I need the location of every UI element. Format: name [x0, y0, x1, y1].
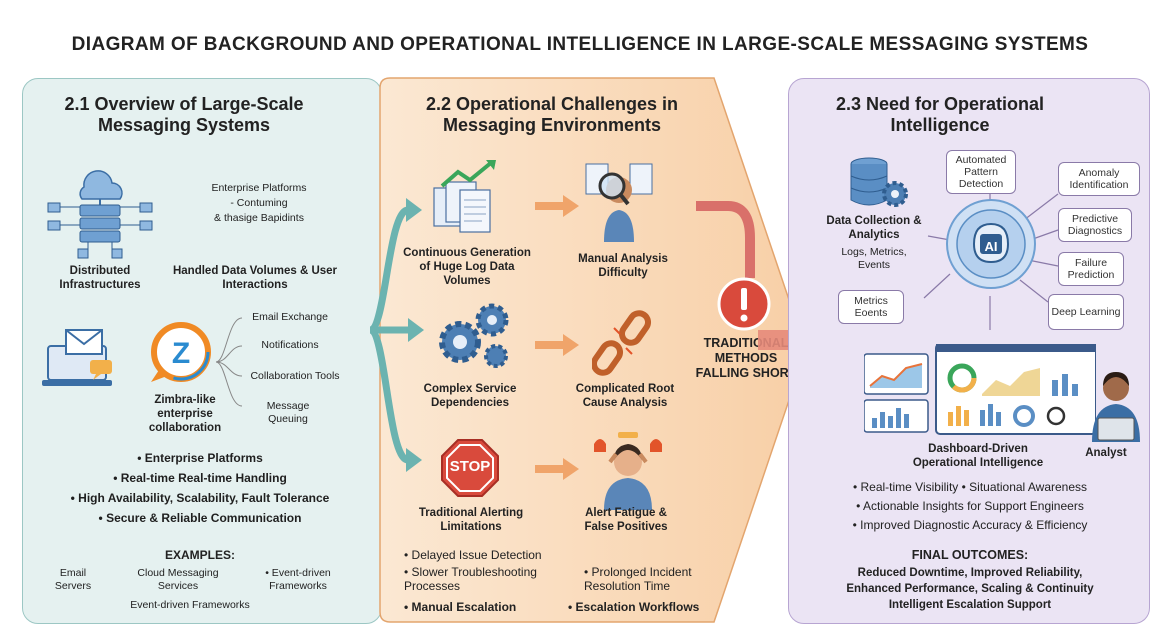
enterprise-note-3: & thasige Bapidints [214, 212, 304, 224]
bullet-manual-escalation: • Manual Escalation [404, 600, 517, 614]
zimbra-logo-icon: Z [151, 322, 211, 382]
arrow-right-icon [535, 334, 579, 356]
bullet-prolonged: • Prolonged Incident Resolution Time [584, 565, 692, 593]
zimbra-branches [215, 317, 243, 407]
challenge-manual-analysis: Manual Analysis Difficulty [578, 253, 668, 279]
svg-text:Z: Z [172, 337, 190, 370]
challenge-alert-fatigue: Alert Fatigue & False Positives [584, 507, 668, 533]
feature-3: • High Availability, Scalability, Fault … [70, 491, 330, 505]
box-predictive: Predictive Diagnostics [1058, 208, 1132, 242]
arrow-right-icon [535, 195, 579, 217]
example-email-servers: Email Servers [54, 567, 92, 592]
laptop-email-icon [42, 329, 112, 386]
final-outcome-1: Reduced Downtime, Improved Reliability, [857, 567, 1083, 579]
broken-chain-icon [592, 310, 652, 376]
analyst-magnifier-icon [585, 163, 653, 242]
challenges-heading: 2.2 Operational Challenges in Messaging … [425, 94, 679, 135]
final-outcome-2: Enhanced Performance, Scaling & Continui… [846, 583, 1094, 595]
dashboard-label: Dashboard-Driven Operational Intelligenc… [912, 443, 1044, 469]
analyst-icon [1092, 372, 1140, 442]
final-outcomes-label: FINAL OUTCOMES: [911, 548, 1029, 562]
feature-1: • Enterprise Platforms [137, 451, 263, 465]
box-deep-learning: Deep Learning [1048, 294, 1124, 330]
zimbra-item-collab: Collaboration Tools [250, 370, 340, 382]
data-collection-label: Data Collection & Analytics [826, 215, 922, 241]
outcome-bullet-1: • Real-time Visibility • Situational Awa… [852, 480, 1088, 494]
bullet-escalation-workflows: • Escalation Workflows [568, 600, 700, 614]
outcome-bullet-2: • Actionable Insights for Support Engine… [856, 499, 1084, 513]
stressed-person-icon [594, 432, 662, 510]
distributed-infra-label: Distributed Infrastructures [59, 265, 141, 291]
warning-icon [717, 277, 771, 331]
challenge-log-volumes: Continuous Generation of Huge Log Data V… [403, 247, 531, 287]
outcome-bullet-3: • Improved Diagnostic Accuracy & Efficie… [852, 518, 1088, 532]
analyst-label: Analyst [1085, 447, 1127, 459]
dashboard-icon [864, 344, 1096, 435]
server-network-icon [47, 170, 153, 259]
zimbra-item-notifications: Notifications [261, 339, 319, 351]
gears-icon [439, 303, 509, 368]
curved-arrow [696, 201, 755, 278]
enterprise-note-2: - Contuming [230, 197, 288, 209]
bullet-slower: • Slower Troubleshooting Processes [404, 565, 537, 593]
zimbra-item-email: Email Exchange [252, 311, 328, 323]
box-metrics-events: Metrics Eoents [838, 290, 904, 324]
example-event-1: • Event-driven Frameworks [265, 567, 331, 592]
challenge-root-cause: Complicated Root Cause Analysis [575, 383, 675, 409]
stop-text: STOP [449, 458, 491, 475]
zimbra-item-queuing: Message Queuing [266, 400, 310, 425]
split-arrows [368, 198, 424, 472]
log-files-icon [433, 160, 496, 233]
examples-label: EXAMPLES: [164, 548, 235, 562]
stop-sign-icon [441, 439, 499, 497]
final-outcome-3: Intelligent Escalation Support [888, 599, 1052, 611]
enterprise-note-1: Enterprise Platforms [211, 182, 307, 194]
challenge-alerting: Traditional Alerting Limitations [418, 507, 524, 533]
box-anomaly: Anomaly Identification [1058, 162, 1140, 196]
example-event-2: Event-driven Frameworks [130, 599, 250, 611]
bullet-delayed: • Delayed Issue Detection [404, 548, 542, 562]
logs-metrics-label: Logs, Metrics, Events [841, 246, 907, 271]
intelligence-heading: 2.3 Need for Operational Intelligence [835, 94, 1045, 135]
ai-label: AI [984, 239, 998, 254]
box-failure: Failure Prediction [1058, 252, 1124, 286]
challenge-dependencies: Complex Service Dependencies [423, 383, 517, 409]
ai-brain-icon [946, 199, 1036, 289]
handled-volumes-label: Handled Data Volumes & User Interactions [172, 265, 338, 291]
diagram-title: DIAGRAM OF BACKGROUND AND OPERATIONAL IN… [71, 34, 1089, 55]
feature-2: • Real-time Real-time Handling [113, 471, 287, 485]
database-gear-icon [850, 157, 908, 207]
zimbra-label: Zimbra-like enterprise collaboration [148, 394, 222, 434]
feature-4: • Secure & Reliable Communication [98, 511, 302, 525]
overview-heading: 2.1 Overview of Large-Scale Messaging Sy… [64, 94, 304, 135]
box-automated-pattern: Automated Pattern Detection [946, 150, 1016, 194]
arrow-right-icon [535, 458, 579, 480]
example-cloud: Cloud Messaging Services [137, 567, 219, 592]
